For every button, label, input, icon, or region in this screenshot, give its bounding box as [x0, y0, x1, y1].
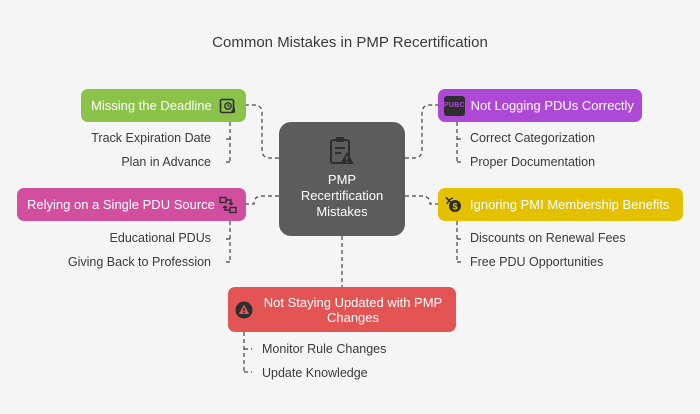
- sub-item: Giving Back to Profession: [67, 255, 211, 269]
- sub-item: Monitor Rule Changes: [262, 342, 387, 356]
- connector-single-source: [246, 195, 279, 205]
- center-label-line: Recertification: [300, 188, 384, 203]
- sub-item: Discounts on Renewal Fees: [470, 231, 626, 245]
- mistake-label: Relying on a Single PDU Source: [27, 197, 215, 212]
- mistake-box-updated: Not Staying Updated with PMP Changes: [228, 287, 456, 332]
- connector-updated-items: [243, 332, 252, 373]
- mistake-label: Ignoring PMI Membership Benefits: [470, 197, 670, 212]
- pubc-tag-icon: PUBC: [444, 95, 465, 116]
- mistake-box-membership: $ Ignoring PMI Membership Benefits: [438, 188, 683, 221]
- network-nodes-icon: [218, 195, 238, 215]
- mistake-box-missing-deadline: Missing the Deadline: [81, 89, 246, 122]
- mistake-label: Missing the Deadline: [91, 98, 212, 113]
- clipboard-warning-icon: [330, 137, 354, 164]
- sub-item: Plan in Advance: [121, 155, 211, 169]
- connector-single-source-items: [223, 221, 231, 263]
- mistake-label: Not Logging PDUs Correctly: [470, 98, 634, 113]
- sub-item: Educational PDUs: [109, 231, 211, 245]
- pubc-tag-text: PUBC: [444, 102, 465, 109]
- warning-cycle-icon: [234, 300, 254, 320]
- mistake-box-logging: PUBC Not Logging PDUs Correctly: [438, 89, 642, 122]
- center-node: PMP Recertification Mistakes: [279, 122, 405, 236]
- sub-item: Proper Documentation: [470, 155, 596, 169]
- diagram-title: Common Mistakes in PMP Recertification: [212, 34, 488, 51]
- connector-membership-items: [456, 221, 464, 263]
- center-label: PMP Recertification Mistakes: [279, 172, 405, 220]
- connector-logging: [405, 104, 438, 159]
- svg-text:$: $: [452, 201, 457, 211]
- center-label-line: PMP: [327, 172, 357, 187]
- sub-item: Free PDU Opportunities: [470, 255, 604, 269]
- sub-item: Update Knowledge: [262, 366, 368, 380]
- calendar-clock-icon: [218, 96, 238, 116]
- connector-logging-items: [456, 122, 464, 163]
- mistake-label-line: Not Staying Updated with PMP: [263, 294, 443, 310]
- no-dollar-icon: $: [444, 195, 464, 215]
- connector-missing-deadline-items: [223, 122, 231, 163]
- sub-item: Track Expiration Date: [91, 131, 211, 145]
- mistake-box-single-source: Relying on a Single PDU Source: [17, 188, 246, 221]
- sub-item: Correct Categorization: [470, 131, 596, 145]
- center-label-line: Mistakes: [316, 204, 368, 219]
- connector-membership: [405, 195, 438, 205]
- connector-missing-deadline: [246, 104, 279, 159]
- mistake-label-line: Changes: [326, 309, 380, 325]
- mistake-label: Not Staying Updated with PMP Changes: [260, 295, 446, 325]
